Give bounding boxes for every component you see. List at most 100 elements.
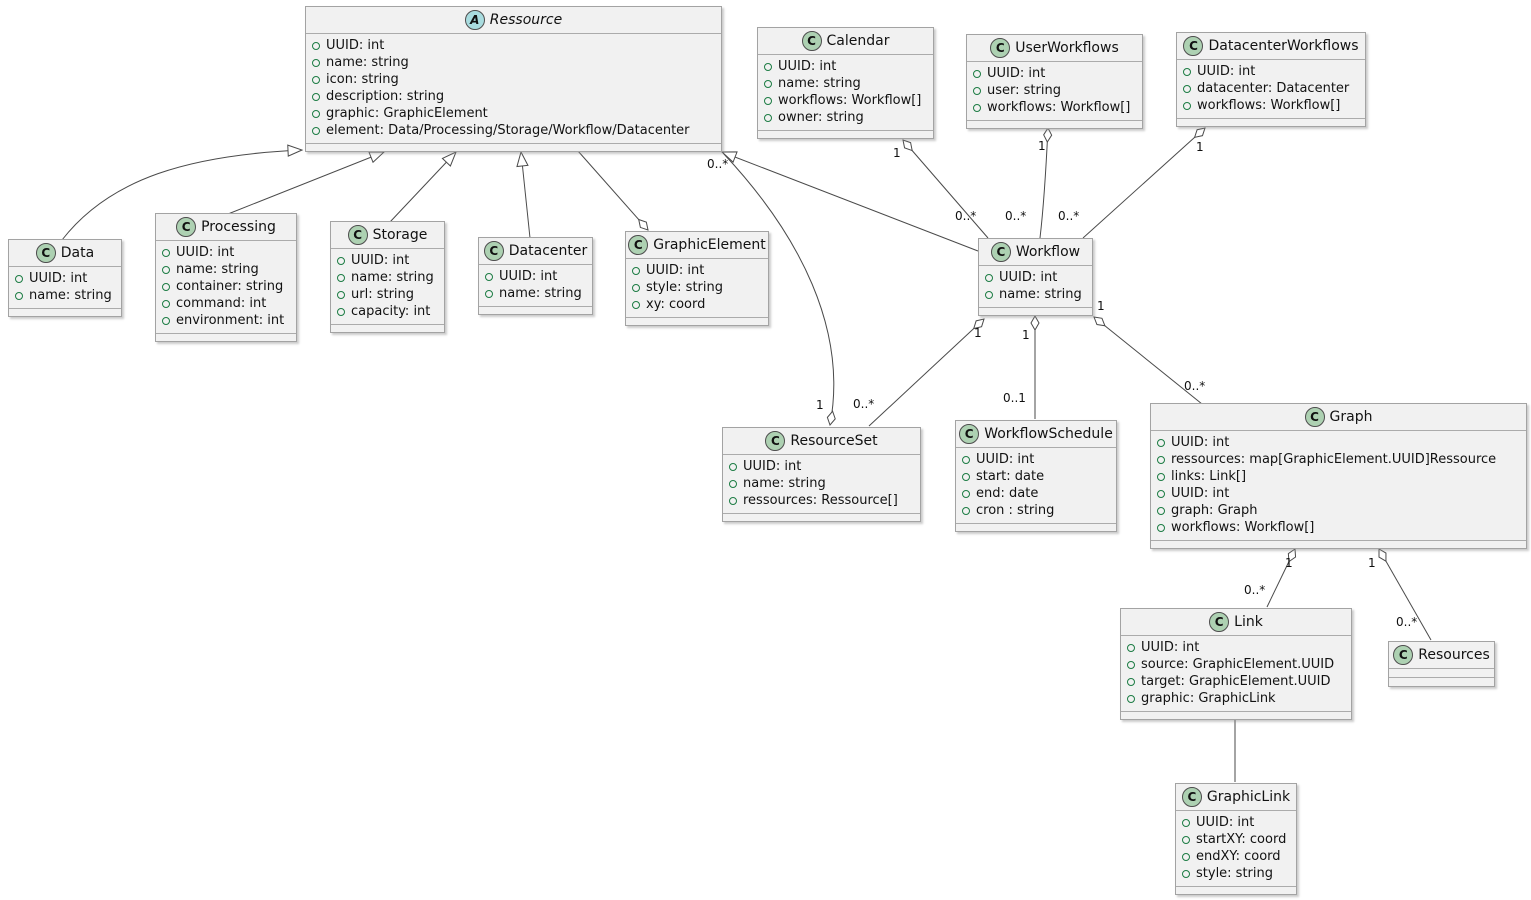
- attribute-text: name: string: [499, 286, 582, 301]
- edge-processing-extends-ressource: [227, 151, 386, 215]
- attribute-row: element: Data/Processing/Storage/Workflo…: [312, 122, 713, 139]
- multiplicity-label: 0..*: [1184, 379, 1206, 393]
- attribute-row: UUID: int: [764, 58, 925, 75]
- attribute-text: graph: Graph: [1171, 503, 1258, 518]
- multiplicity-label: 1: [1097, 299, 1105, 313]
- field-visibility-icon: [15, 291, 23, 300]
- multiplicity-label: 1: [1368, 556, 1376, 570]
- attribute-row: name: string: [15, 287, 113, 304]
- attribute-row: graphic: GraphicLink: [1127, 690, 1343, 707]
- methods-compartment-empty: [331, 324, 444, 332]
- attribute-row: links: Link[]: [1157, 468, 1518, 485]
- attribute-text: command: int: [176, 296, 267, 311]
- class-data: C Data UUID: int name: string: [8, 239, 122, 317]
- class-graphicelement: C GraphicElement UUID: int style: string…: [625, 231, 769, 326]
- multiplicity-label: 1: [893, 146, 901, 160]
- attribute-row: cron : string: [962, 502, 1108, 519]
- edge-workflow-resourceset: [868, 318, 985, 427]
- methods-compartment-empty: [156, 333, 296, 341]
- field-visibility-icon: [1157, 523, 1165, 532]
- edge-storage-extends-ressource: [389, 151, 457, 223]
- methods-compartment-empty: [1151, 540, 1526, 548]
- field-visibility-icon: [162, 265, 170, 274]
- attribute-text: graphic: GraphicElement: [326, 106, 488, 121]
- class-icon: C: [35, 243, 56, 263]
- attribute-row: name: string: [729, 475, 912, 492]
- attribute-row: workflows: Workflow[]: [973, 99, 1134, 116]
- attribute-row: UUID: int: [962, 451, 1108, 468]
- class-resources: C Resources: [1388, 641, 1495, 687]
- attribute-row: name: string: [162, 261, 288, 278]
- attribute-text: startXY: coord: [1196, 832, 1287, 847]
- attribute-row: endXY: coord: [1182, 848, 1288, 865]
- attribute-row: UUID: int: [729, 458, 912, 475]
- attribute-text: UUID: int: [351, 253, 410, 268]
- attribute-list: UUID: int startXY: coord endXY: coord st…: [1176, 811, 1296, 886]
- attribute-list: UUID: int user: string workflows: Workfl…: [967, 62, 1142, 120]
- attribute-list: UUID: int name: string container: string…: [156, 241, 296, 333]
- class-calendar: C Calendar UUID: int name: string workfl…: [757, 27, 934, 139]
- field-visibility-icon: [1127, 643, 1135, 652]
- class-title: C GraphicElement: [626, 232, 768, 259]
- field-visibility-icon: [162, 248, 170, 257]
- attribute-text: target: GraphicElement.UUID: [1141, 674, 1331, 689]
- field-visibility-icon: [312, 58, 320, 67]
- methods-compartment-empty: [956, 523, 1116, 531]
- class-title: C DatacenterWorkflows: [1177, 33, 1365, 60]
- class-name: GraphicLink: [1206, 789, 1291, 805]
- attribute-row: ressources: map[GraphicElement.UUID]Ress…: [1157, 451, 1518, 468]
- attribute-row: ressources: Ressource[]: [729, 492, 912, 509]
- multiplicity-label: 0..*: [1396, 615, 1418, 629]
- field-visibility-icon: [1127, 677, 1135, 686]
- field-visibility-icon: [1127, 660, 1135, 669]
- attribute-row: command: int: [162, 295, 288, 312]
- field-visibility-icon: [729, 479, 737, 488]
- multiplicity-label: 0..*: [1244, 583, 1266, 597]
- class-ressource: A Ressource UUID: int name: string icon:…: [305, 6, 722, 152]
- attribute-text: datacenter: Datacenter: [1197, 81, 1350, 96]
- field-visibility-icon: [764, 79, 772, 88]
- methods-compartment-empty: [306, 143, 721, 151]
- class-icon: C: [959, 424, 980, 444]
- class-name: Resources: [1418, 647, 1490, 663]
- multiplicity-label: 0..*: [707, 157, 729, 171]
- field-visibility-icon: [973, 69, 981, 78]
- attribute-text: user: string: [987, 83, 1061, 98]
- field-visibility-icon: [162, 316, 170, 325]
- edge-datacenter-extends-ressource: [516, 150, 531, 239]
- field-visibility-icon: [312, 126, 320, 135]
- field-visibility-icon: [1157, 438, 1165, 447]
- attribute-list: UUID: int name: string: [979, 266, 1092, 307]
- multiplicity-label: 0..*: [955, 209, 977, 223]
- attribute-row: UUID: int: [1157, 485, 1518, 502]
- class-name: GraphicElement: [653, 237, 766, 253]
- methods-compartment-empty: [723, 513, 920, 521]
- field-visibility-icon: [15, 274, 23, 283]
- class-icon: C: [990, 38, 1011, 58]
- field-visibility-icon: [1183, 84, 1191, 93]
- class-name: Link: [1234, 614, 1263, 630]
- methods-compartment-empty: [1389, 677, 1494, 686]
- class-icon: C: [801, 31, 822, 51]
- attribute-text: UUID: int: [1141, 640, 1200, 655]
- field-visibility-icon: [162, 282, 170, 291]
- class-icon: C: [1181, 787, 1202, 807]
- attribute-row: UUID: int: [1183, 63, 1357, 80]
- attribute-row: description: string: [312, 88, 713, 105]
- class-icon: C: [176, 217, 197, 237]
- attribute-row: UUID: int: [1182, 814, 1288, 831]
- attribute-row: end: date: [962, 485, 1108, 502]
- class-icon: C: [990, 242, 1011, 262]
- class-icon: C: [1209, 612, 1230, 632]
- attribute-list: UUID: int ressources: map[GraphicElement…: [1151, 431, 1526, 540]
- attribute-text: workflows: Workflow[]: [1171, 520, 1315, 535]
- class-storage: C Storage UUID: int name: string url: st…: [330, 221, 445, 333]
- attribute-text: style: string: [1196, 866, 1274, 881]
- field-visibility-icon: [312, 109, 320, 118]
- field-visibility-icon: [1183, 101, 1191, 110]
- attribute-row: name: string: [312, 54, 713, 71]
- attribute-row: style: string: [632, 279, 760, 296]
- field-visibility-icon: [1157, 506, 1165, 515]
- class-title: C UserWorkflows: [967, 35, 1142, 62]
- attribute-text: name: string: [326, 55, 409, 70]
